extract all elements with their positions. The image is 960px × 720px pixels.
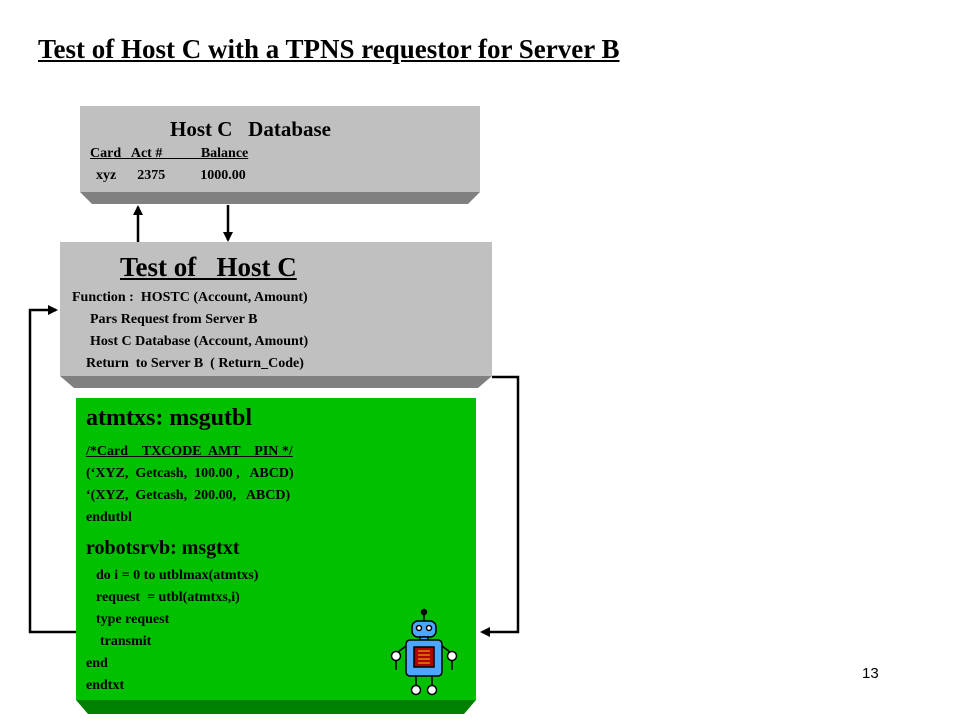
database-header: Card Act # Balance — [90, 146, 249, 161]
database-row: xyz 2375 1000.00 — [96, 168, 246, 183]
host-test-box — [60, 242, 492, 388]
atm-table-row: ‘(XYZ, Getcash, 200.00, ABCD) — [86, 488, 291, 503]
left-loop-connector — [28, 305, 76, 634]
page-number: 13 — [862, 665, 879, 682]
robot-script-line: transmit — [100, 634, 152, 649]
host-test-title: Test of Host C — [120, 252, 297, 282]
atm-table-title: atmtxs: msgutbl — [86, 405, 252, 431]
page-title: Test of Host C with a TPNS requestor for… — [38, 34, 620, 64]
robot-script-line: end — [86, 656, 108, 671]
right-loop-connector — [480, 375, 520, 637]
database-box — [80, 106, 480, 204]
host-test-database-line: Host C Database (Account, Amount) — [90, 334, 309, 349]
robot-icon — [390, 608, 458, 696]
host-test-return-line: Return to Server B ( Return_Code) — [86, 356, 304, 371]
atm-table-end: endutbl — [86, 510, 132, 525]
robot-script-title: robotsrvb: msgtxt — [86, 537, 240, 559]
database-title: Host C Database — [170, 117, 331, 141]
atm-table-row: (‘XYZ, Getcash, 100.00 , ABCD) — [86, 466, 294, 481]
robot-script-line: do i = 0 to utblmax(atmtxs) — [96, 568, 259, 583]
host-test-parse-line: Pars Request from Server B — [90, 312, 258, 327]
robot-script-line: type request — [96, 612, 170, 627]
robot-script-line: endtxt — [86, 678, 125, 693]
robot-script-line: request = utbl(atmtxs,i) — [96, 590, 240, 605]
atm-table-header: /*Card TXCODE AMT PIN */ — [86, 444, 293, 459]
host-test-function-line: Function : HOSTC (Account, Amount) — [72, 290, 308, 305]
